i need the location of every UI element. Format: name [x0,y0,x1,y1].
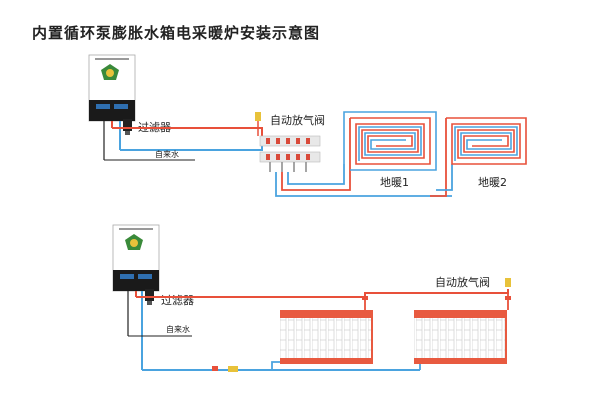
top-air-vent-icon [255,112,261,136]
top-manifold-icon [259,135,321,172]
top-supply-pipe [112,127,263,138]
floor-heating-1-icon [343,111,437,171]
bottom-filter-label: 过滤器 [161,294,194,307]
diagram-title: 内置循环泵膨胀水箱电采暖炉安装示意图 [32,24,321,42]
bottom-boiler-icon [112,224,160,292]
top-return-pipe [120,142,263,151]
bottom-system: 过滤器 自来水 自动放气阀 [112,224,511,372]
return-valve-icon [228,366,238,372]
bottom-air-vent-label: 自动放气阀 [435,275,490,289]
top-system: 过滤器 自来水 自动放气阀 [88,54,527,197]
radiator-2-icon [414,310,507,364]
bottom-tap-water-label: 自来水 [166,324,190,334]
bottom-supply-pipe [136,289,509,298]
top-boiler-icon [88,54,136,122]
bottom-air-vent-icon [505,278,511,287]
floor-heating-2-icon [446,117,527,165]
radiator-1-icon [280,310,373,364]
floor-heating-2-label: 地暖2 [478,176,507,189]
floor-heating-1-label: 地暖1 [380,176,409,189]
top-tap-water-label: 自来水 [155,149,179,159]
bottom-filter-icon [145,289,154,305]
top-filter-icon [123,119,132,135]
top-air-vent-label: 自动放气阀 [270,113,325,127]
